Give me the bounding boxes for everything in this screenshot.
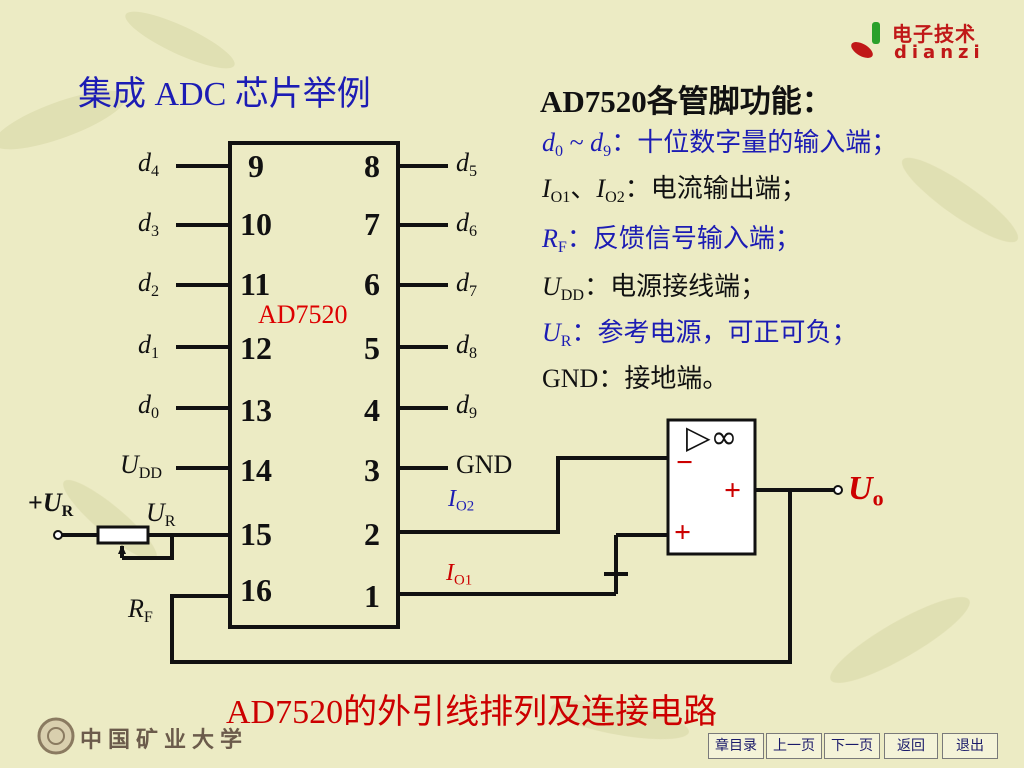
pin-number: 13	[240, 392, 272, 428]
signal-label: UDD	[120, 450, 163, 482]
desc-feedback: RF：反馈信号输入端；	[542, 224, 801, 256]
nav-back-button[interactable]: 返回	[884, 733, 938, 759]
io1-label: IO1	[446, 560, 473, 589]
signal-label: UR	[146, 498, 176, 530]
signal-label: d8	[456, 330, 478, 362]
signal-label: d4	[138, 148, 160, 180]
brand-title: 电子技术	[892, 22, 976, 46]
desc-ground: GND：接地端。	[542, 364, 729, 393]
opamp-plus-in: +	[674, 516, 692, 549]
pin-number: 3	[364, 452, 380, 488]
functions-heading: AD7520各管脚功能：	[540, 84, 833, 119]
opamp-symbol: ▷∞	[686, 418, 738, 456]
pin-number: 8	[364, 148, 380, 184]
university-emblem-icon	[37, 717, 75, 755]
opamp-box	[666, 418, 757, 556]
potentiometer	[96, 525, 150, 545]
opamp-plus-out: +	[724, 474, 742, 507]
pin-number: 2	[364, 516, 380, 552]
nav-prev-button[interactable]: 上一页	[766, 733, 822, 759]
signal-label: d9	[456, 390, 478, 422]
signal-label: d6	[456, 208, 478, 240]
signal-label: +UR	[28, 488, 74, 520]
nav-toc-button[interactable]: 章目录	[708, 733, 764, 759]
pin-number: 9	[248, 148, 264, 184]
signal-label: d1	[138, 330, 160, 362]
desc-current-outputs: IO1、IO2：电流输出端；	[542, 174, 807, 206]
opamp-minus: −	[676, 446, 694, 479]
pin-number: 10	[240, 206, 272, 242]
brand-icon	[851, 22, 880, 58]
pin-number: 12	[240, 330, 272, 366]
pin-number: 1	[364, 578, 380, 614]
nav-exit-button[interactable]: 退出	[942, 733, 998, 759]
signal-label: d3	[138, 208, 160, 240]
page-title: 集成 ADC 芯片举例	[78, 76, 371, 113]
desc-reference: UR：参考电源，可正可负；	[542, 318, 858, 350]
pin-number: 15	[240, 516, 272, 552]
pin-number: 11	[240, 266, 271, 302]
signal-label: d5	[456, 148, 478, 180]
signal-label: d7	[456, 268, 478, 300]
brand-subtitle: dianzi	[894, 42, 985, 63]
chip-name: AD7520	[258, 300, 348, 329]
signal-label: d2	[138, 268, 160, 300]
pin-number: 7	[364, 206, 380, 242]
pin-number: 6	[364, 266, 380, 302]
pin-number: 14	[240, 452, 272, 488]
university-name: 中国矿业大学	[80, 727, 249, 752]
signal-label: d0	[138, 390, 160, 422]
desc-power: UDD：电源接线端；	[542, 272, 767, 304]
gnd-label: GND	[456, 450, 513, 479]
pin-number: 16	[240, 572, 272, 608]
pin-number: 5	[364, 330, 380, 366]
wiper-arrow	[118, 545, 126, 554]
pin-number: 4	[364, 392, 380, 428]
desc-data-inputs: d0 ~ d9：十位数字量的输入端；	[542, 128, 898, 160]
output-label: Uo	[848, 470, 884, 511]
nav-next-button[interactable]: 下一页	[824, 733, 880, 759]
io2-label: IO2	[448, 486, 475, 515]
figure-caption: AD7520的外引线排列及连接电路	[226, 694, 718, 731]
signal-label: RF	[128, 594, 153, 626]
chip-body	[228, 141, 400, 629]
